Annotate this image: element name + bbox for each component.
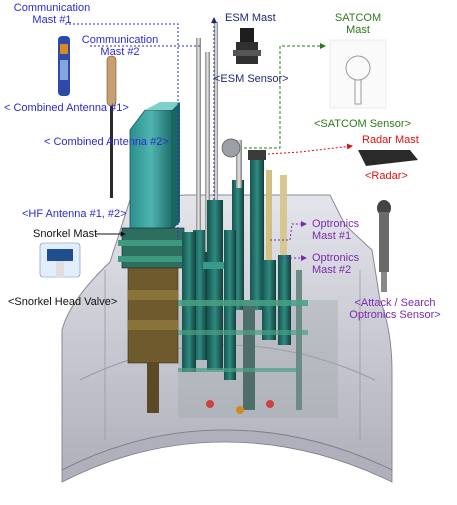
optronics-sensor-image bbox=[377, 200, 391, 292]
optronics-mast-1-label-line1: Optronics bbox=[312, 218, 360, 230]
esm-mast-label: ESM Mast bbox=[225, 12, 276, 24]
comm-mast-2-label: Communication Mast #2 bbox=[74, 34, 166, 58]
comm-mast-1-label: Communication Mast #1 bbox=[6, 2, 98, 26]
optronics-mast-1-label-line2: Mast #1 bbox=[312, 230, 352, 242]
optronics-mast-2-label: Optronics Mast #2 bbox=[312, 252, 359, 276]
esm-sensor-image bbox=[233, 28, 261, 64]
comm-mast-2-label-line2: Mast #2 bbox=[100, 46, 140, 58]
optronics-mast-2-label-line2: Mast #2 bbox=[312, 264, 352, 276]
optronics-mast-2-label-line1: Optronics bbox=[312, 252, 360, 264]
radar-label: <Radar> bbox=[365, 170, 408, 182]
combined-antenna-2-image bbox=[106, 55, 117, 198]
snorkel-head-valve-image bbox=[39, 242, 81, 278]
comm-mast-1-label-line2: Mast #1 bbox=[32, 14, 72, 26]
optronics-mast-1-label: Optronics Mast #1 bbox=[312, 218, 359, 242]
comm-mast-2-label-line1: Communication bbox=[81, 34, 159, 46]
satcom-sensor-image bbox=[329, 39, 387, 109]
combined-antenna-2-label: < Combined Antenna #2> bbox=[44, 136, 169, 148]
optronics-sensor-label-line1: <Attack / Search bbox=[354, 297, 436, 309]
satcom-mast-label: SATCOM Mast bbox=[334, 12, 382, 36]
comm-mast-1-label-line1: Communication bbox=[13, 2, 91, 14]
leader-lines bbox=[65, 17, 353, 261]
radar-mast-label: Radar Mast bbox=[362, 134, 419, 146]
optronics-mast-1-leader bbox=[270, 221, 307, 241]
satcom-sensor-label: <SATCOM Sensor> bbox=[314, 118, 411, 130]
radar-image bbox=[358, 150, 418, 166]
radar-mast-leader bbox=[267, 143, 353, 155]
satcom-mast-leader bbox=[244, 43, 326, 149]
optronics-sensor-label-line2: Optronics Sensor> bbox=[349, 309, 441, 321]
combined-antenna-1-image bbox=[58, 36, 70, 96]
satcom-mast-label-line1: SATCOM bbox=[334, 12, 382, 24]
hf-antenna-block bbox=[118, 102, 188, 413]
snorkel-mast-label: Snorkel Mast bbox=[33, 228, 98, 240]
hf-antenna-label: <HF Antenna #1, #2> bbox=[22, 208, 127, 220]
combined-antenna-1-label: < Combined Antenna #1> bbox=[4, 102, 129, 114]
satcom-mast-label-line2: Mast bbox=[346, 24, 370, 36]
mast-tubes bbox=[178, 22, 308, 414]
snorkel-head-valve-label: <Snorkel Head Valve> bbox=[8, 296, 118, 308]
optronics-sensor-label: <Attack / Search Optronics Sensor> bbox=[340, 297, 450, 321]
comm-mast-1-leader bbox=[65, 23, 179, 240]
esm-sensor-label: <ESM Sensor> bbox=[214, 73, 289, 85]
